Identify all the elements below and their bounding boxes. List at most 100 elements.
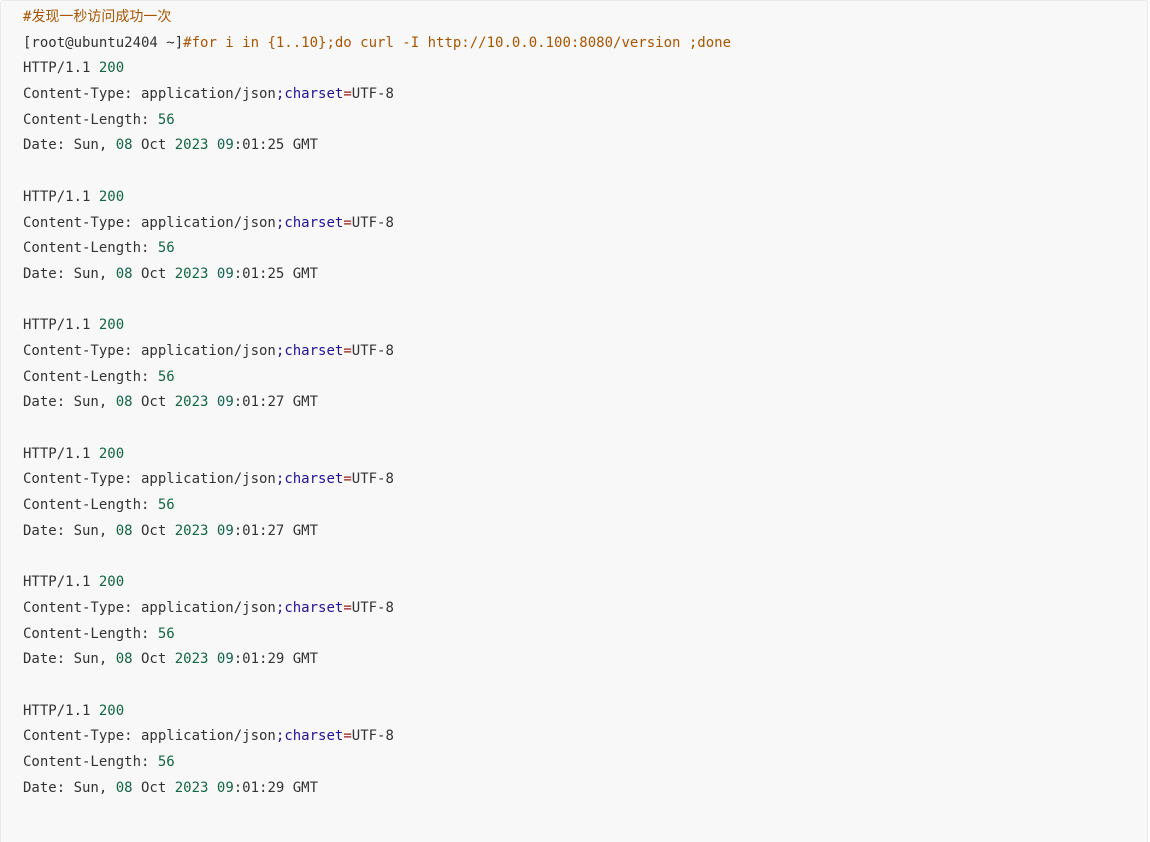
content-type-label: Content-Type: application/json <box>23 214 276 231</box>
content-length-value: 56 <box>157 753 175 770</box>
content-type-equals: = <box>343 728 352 745</box>
date-hour: 09 <box>216 651 234 668</box>
status-line: HTTP/1.1 200 <box>23 570 1147 596</box>
content-type-equals: = <box>343 471 352 488</box>
content-type-label: Content-Type: application/json <box>23 342 276 359</box>
date-space <box>208 394 216 410</box>
content-type-charset-value: UTF-8 <box>351 342 394 359</box>
content-type-line: Content-Type: application/json;charset=U… <box>23 724 1147 750</box>
date-label: Date: Sun, <box>23 137 116 154</box>
date-space <box>208 266 216 282</box>
status-line: HTTP/1.1 200 <box>23 185 1147 211</box>
content-type-semicolon: ; <box>275 342 285 359</box>
comment-text: 发现一秒访问成功一次 <box>31 9 172 25</box>
http-response: HTTP/1.1 200 Content-Type: application/j… <box>23 185 1147 313</box>
content-length-label: Content-Length: <box>23 368 158 385</box>
date-rest: :01:29 GMT <box>233 651 319 668</box>
content-type-label: Content-Type: application/json <box>23 599 276 616</box>
date-space <box>208 523 216 539</box>
content-type-charset-value: UTF-8 <box>351 471 394 488</box>
date-hour: 09 <box>216 137 234 154</box>
content-type-charset-key: charset <box>284 86 344 103</box>
content-type-line: Content-Type: application/json;charset=U… <box>23 339 1147 365</box>
content-type-semicolon: ; <box>275 728 285 745</box>
status-code: 200 <box>98 188 125 205</box>
http-response: HTTP/1.1 200 Content-Type: application/j… <box>23 442 1147 570</box>
content-type-line: Content-Type: application/json;charset=U… <box>23 82 1147 108</box>
content-type-semicolon: ; <box>275 599 285 616</box>
date-month: Oct <box>132 137 175 154</box>
content-type-line: Content-Type: application/json;charset=U… <box>23 596 1147 622</box>
blank-line <box>23 673 1147 699</box>
content-type-label: Content-Type: application/json <box>23 728 276 745</box>
status-protocol: HTTP/1.1 <box>23 317 99 334</box>
date-year: 2023 <box>174 137 209 154</box>
http-response: HTTP/1.1 200 Content-Type: application/j… <box>23 699 1147 827</box>
content-length-label: Content-Length: <box>23 497 158 514</box>
content-length-value: 56 <box>157 111 175 128</box>
content-type-equals: = <box>343 86 352 103</box>
status-line: HTTP/1.1 200 <box>23 56 1147 82</box>
content-type-equals: = <box>343 214 352 231</box>
date-label: Date: Sun, <box>23 651 116 668</box>
date-month: Oct <box>132 651 175 668</box>
shell-command: #for i in {1..10};do curl -I http://10.0… <box>183 34 732 51</box>
date-hour: 09 <box>216 265 234 282</box>
content-type-equals: = <box>343 599 352 616</box>
content-length-value: 56 <box>157 625 175 642</box>
http-response: HTTP/1.1 200 Content-Type: application/j… <box>23 313 1147 441</box>
content-type-line: Content-Type: application/json;charset=U… <box>23 211 1147 237</box>
command-line: [root@ubuntu2404 ~]#for i in {1..10};do … <box>23 31 1147 57</box>
content-type-charset-value: UTF-8 <box>351 214 394 231</box>
content-type-equals: = <box>343 342 352 359</box>
date-hour: 09 <box>216 779 234 796</box>
http-response: HTTP/1.1 200 Content-Type: application/j… <box>23 570 1147 698</box>
status-code: 200 <box>98 574 125 591</box>
content-type-semicolon: ; <box>275 86 285 103</box>
content-type-charset-key: charset <box>284 214 344 231</box>
content-length-value: 56 <box>157 497 175 514</box>
content-type-charset-key: charset <box>284 342 344 359</box>
date-day: 08 <box>115 394 133 411</box>
blank-line <box>23 801 1147 827</box>
date-day: 08 <box>115 779 133 796</box>
date-line: Date: Sun, 08 Oct 2023 09:01:29 GMT <box>23 647 1147 673</box>
date-year: 2023 <box>174 265 209 282</box>
date-label: Date: Sun, <box>23 394 116 411</box>
status-line: HTTP/1.1 200 <box>23 699 1147 725</box>
date-line: Date: Sun, 08 Oct 2023 09:01:25 GMT <box>23 262 1147 288</box>
shell-prompt: [root@ubuntu2404 ~] <box>23 34 184 51</box>
date-hour: 09 <box>216 522 234 539</box>
content-type-semicolon: ; <box>275 471 285 488</box>
content-type-line: Content-Type: application/json;charset=U… <box>23 467 1147 493</box>
content-length-label: Content-Length: <box>23 240 158 257</box>
date-hour: 09 <box>216 394 234 411</box>
comment-line: #发现一秒访问成功一次 <box>23 5 1147 31</box>
blank-line <box>23 288 1147 314</box>
date-line: Date: Sun, 08 Oct 2023 09:01:27 GMT <box>23 390 1147 416</box>
status-code: 200 <box>98 60 125 77</box>
date-label: Date: Sun, <box>23 779 116 796</box>
status-code: 200 <box>98 702 125 719</box>
content-length-line: Content-Length: 56 <box>23 622 1147 648</box>
status-protocol: HTTP/1.1 <box>23 702 99 719</box>
date-day: 08 <box>115 265 133 282</box>
date-rest: :01:29 GMT <box>233 779 319 796</box>
date-space <box>208 137 216 153</box>
date-month: Oct <box>132 394 175 411</box>
content-length-label: Content-Length: <box>23 625 158 642</box>
date-label: Date: Sun, <box>23 522 116 539</box>
date-year: 2023 <box>174 651 209 668</box>
content-length-line: Content-Length: 56 <box>23 750 1147 776</box>
content-type-charset-value: UTF-8 <box>351 86 394 103</box>
date-month: Oct <box>132 779 175 796</box>
date-space <box>208 780 216 796</box>
date-line: Date: Sun, 08 Oct 2023 09:01:25 GMT <box>23 133 1147 159</box>
content-type-label: Content-Type: application/json <box>23 86 276 103</box>
status-code: 200 <box>98 445 125 462</box>
content-type-charset-value: UTF-8 <box>351 728 394 745</box>
comment-hash: # <box>23 9 32 25</box>
content-length-line: Content-Length: 56 <box>23 365 1147 391</box>
date-rest: :01:25 GMT <box>233 265 319 282</box>
